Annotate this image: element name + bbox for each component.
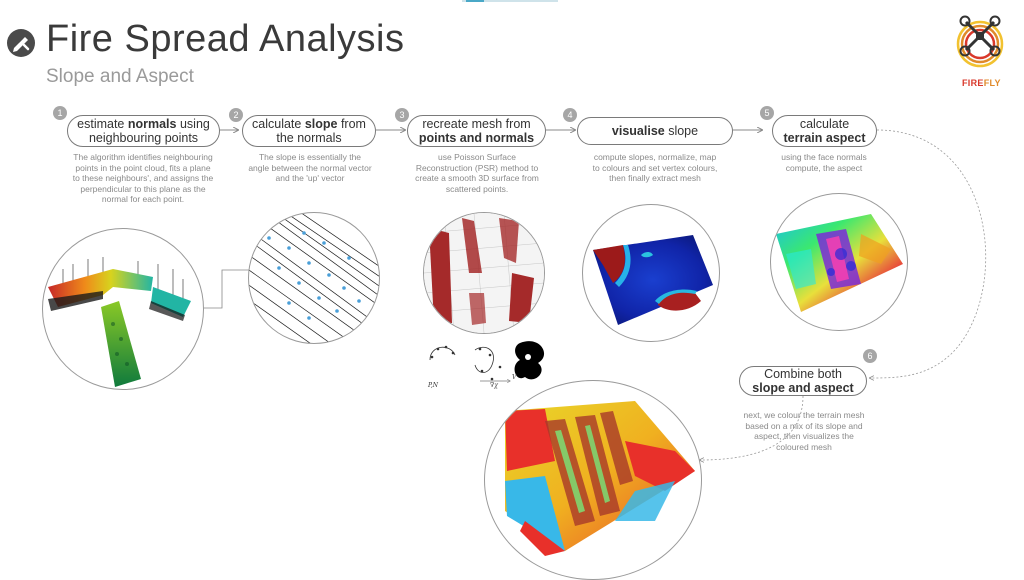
- step-5-description: using the face normals compute, the aspe…: [781, 152, 867, 173]
- slope-normals-image: [248, 212, 380, 344]
- step-5-pill: calculate terrain aspect: [772, 115, 877, 147]
- step-1-badge: 1: [53, 106, 67, 120]
- step-4-pill: visualise slope: [577, 117, 733, 145]
- connector-circle-1-2: [202, 269, 250, 309]
- psr-mesh-image: [423, 212, 545, 334]
- step-2-description: The slope is essentially the angle betwe…: [248, 152, 372, 183]
- arrow-5-6: [870, 129, 987, 378]
- step-3-description: use Poisson Surface Reconstruction (PSR)…: [415, 152, 539, 194]
- top-accent-bar-highlight: [466, 0, 484, 2]
- terrain-aspect-image: [770, 193, 908, 331]
- page-subtitle: Slope and Aspect: [46, 66, 194, 87]
- psr-points-label: P,N: [427, 382, 439, 389]
- step-6-pill: Combine both slope and aspect: [739, 366, 867, 396]
- normals-point-cloud-image: [42, 228, 204, 390]
- step-6-badge: 6: [863, 349, 877, 363]
- step-2-badge: 2: [229, 108, 243, 122]
- psr-method-diagram: P,N ∇χ V: [420, 335, 555, 390]
- step-6-description: next, we colour the terrain mesh based o…: [743, 410, 865, 452]
- firefly-logo: [954, 14, 1006, 76]
- logo-text: FIREFLY: [962, 78, 1001, 88]
- pencil-ruler-icon: [6, 28, 36, 58]
- step-2-pill: calculate slope from the normals: [242, 115, 376, 147]
- step-3-badge: 3: [395, 108, 409, 122]
- page-title: Fire Spread Analysis: [46, 18, 405, 60]
- combined-slope-aspect-image: [484, 380, 702, 580]
- drone-icon: [959, 15, 1001, 57]
- step-1-description: The algorithm identifies neighbouring po…: [72, 152, 214, 204]
- step-4-badge: 4: [563, 108, 577, 122]
- step-3-pill: recreate mesh from points and normals: [407, 115, 546, 147]
- step-5-badge: 5: [760, 106, 774, 120]
- step-1-pill: estimate normals using neighbouring poin…: [67, 115, 220, 147]
- psr-vector-label: V: [512, 374, 517, 381]
- top-accent-bar: [462, 0, 558, 2]
- step-4-description: compute slopes, normalize, map to colour…: [592, 152, 718, 183]
- psr-gradient-label: ∇χ: [490, 382, 498, 389]
- slope-visualisation-image: [582, 204, 720, 342]
